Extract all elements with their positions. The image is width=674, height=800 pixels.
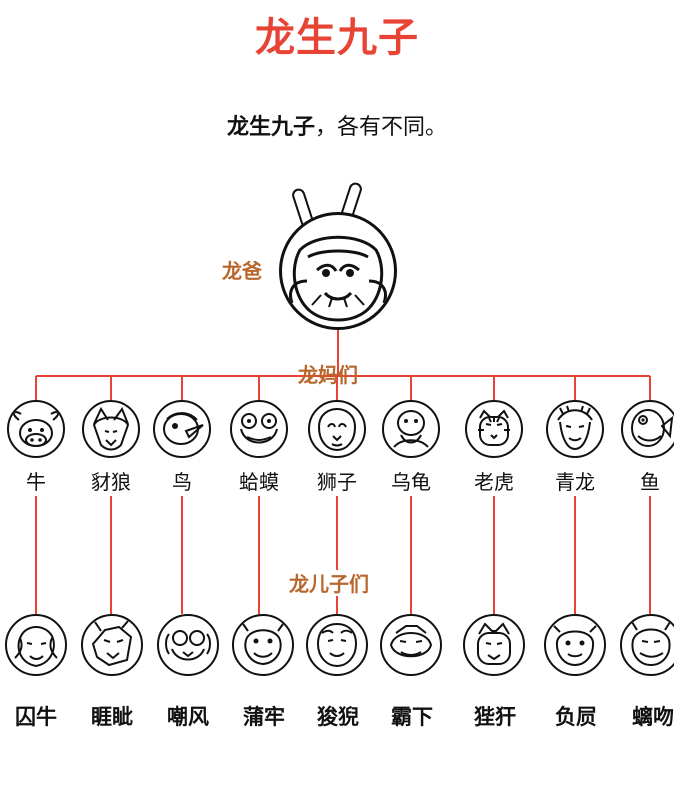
- dragon-father-portrait: [279, 212, 397, 330]
- subtitle-strong: 龙生九子: [226, 115, 315, 140]
- toad-head-icon: [240, 413, 278, 444]
- title: 龙生九子: [255, 15, 419, 61]
- bian-icon: [477, 622, 511, 665]
- mother-drop-lines: [35, 376, 651, 400]
- son-label-bian: 狴犴: [474, 705, 516, 729]
- mother-portrait-lion: [308, 400, 366, 458]
- mother-label-dragon: 青龙: [555, 470, 595, 494]
- mother-label-bird: 鸟: [172, 470, 192, 494]
- mother-label-jackal: 豺狼: [91, 470, 131, 494]
- sons-label: 龙儿子们: [289, 572, 369, 596]
- bird-head-icon: [163, 412, 204, 445]
- yazi-icon: [91, 620, 133, 667]
- son-label-suanni: 狻猊: [317, 705, 359, 729]
- lion-head-icon: [317, 407, 357, 452]
- jackal-head-icon: [92, 406, 130, 451]
- subtitle-rest: ，各有不同。: [315, 115, 448, 140]
- mother-portrait-toad: [230, 400, 288, 458]
- son-portrait-chaofeng: [157, 614, 219, 676]
- mother-portrait-bird: [153, 400, 211, 458]
- qiuniu-icon: [14, 626, 58, 668]
- mother-label-lion: 狮子: [317, 470, 357, 494]
- son-label-chaofeng: 嘲风: [167, 705, 209, 729]
- ox-head-icon: [13, 410, 59, 447]
- dragon-head-icon: [289, 235, 387, 322]
- tiger-head-icon: [478, 409, 510, 446]
- mother-label-tiger: 老虎: [474, 470, 514, 494]
- mother-portrait-fish: [621, 400, 674, 458]
- dragon-head-icon: [557, 405, 593, 451]
- subtitle: 龙生九子，各有不同。: [0, 112, 674, 144]
- son-portrait-pulao: [232, 614, 294, 676]
- son-label-qiuniu: 囚牛: [15, 705, 57, 729]
- fish-head-icon: [631, 409, 674, 447]
- son-label-pulao: 蒲牢: [243, 705, 285, 729]
- son-portrait-bian: [463, 614, 525, 676]
- fuxi-icon: [553, 625, 597, 667]
- son-label-chiwen: 螭吻: [632, 705, 674, 729]
- son-label-baxia: 霸下: [391, 705, 433, 729]
- son-portrait-suanni: [306, 614, 368, 676]
- turtle-head-icon: [393, 410, 429, 448]
- son-portrait-qiuniu: [5, 614, 67, 676]
- chaofeng-icon: [165, 630, 211, 661]
- mother-label-fish: 鱼: [640, 470, 660, 494]
- son-label-fuxi: 负屃: [555, 705, 597, 729]
- baxia-icon: [389, 625, 433, 658]
- pulao-icon: [242, 623, 284, 666]
- mother-label-turtle: 乌龟: [391, 470, 431, 494]
- mother-portrait-dragon: [546, 400, 604, 458]
- mothers-label: 龙妈们: [298, 363, 358, 387]
- suanni-icon: [316, 622, 358, 668]
- father-label: 龙爸: [222, 259, 262, 283]
- mother-portrait-ox: [7, 400, 65, 458]
- chiwen-icon: [631, 621, 671, 667]
- son-portrait-chiwen: [620, 614, 674, 676]
- son-portrait-baxia: [380, 614, 442, 676]
- son-portrait-fuxi: [544, 614, 606, 676]
- mother-portrait-jackal: [82, 400, 140, 458]
- son-label-yazi: 睚眦: [91, 705, 133, 729]
- son-portrait-yazi: [81, 614, 143, 676]
- mother-portrait-tiger: [465, 400, 523, 458]
- mother-to-son-lines: [35, 496, 651, 614]
- mother-label-ox: 牛: [26, 470, 46, 494]
- mother-portrait-turtle: [382, 400, 440, 458]
- mother-label-toad: 蛤蟆: [239, 470, 279, 494]
